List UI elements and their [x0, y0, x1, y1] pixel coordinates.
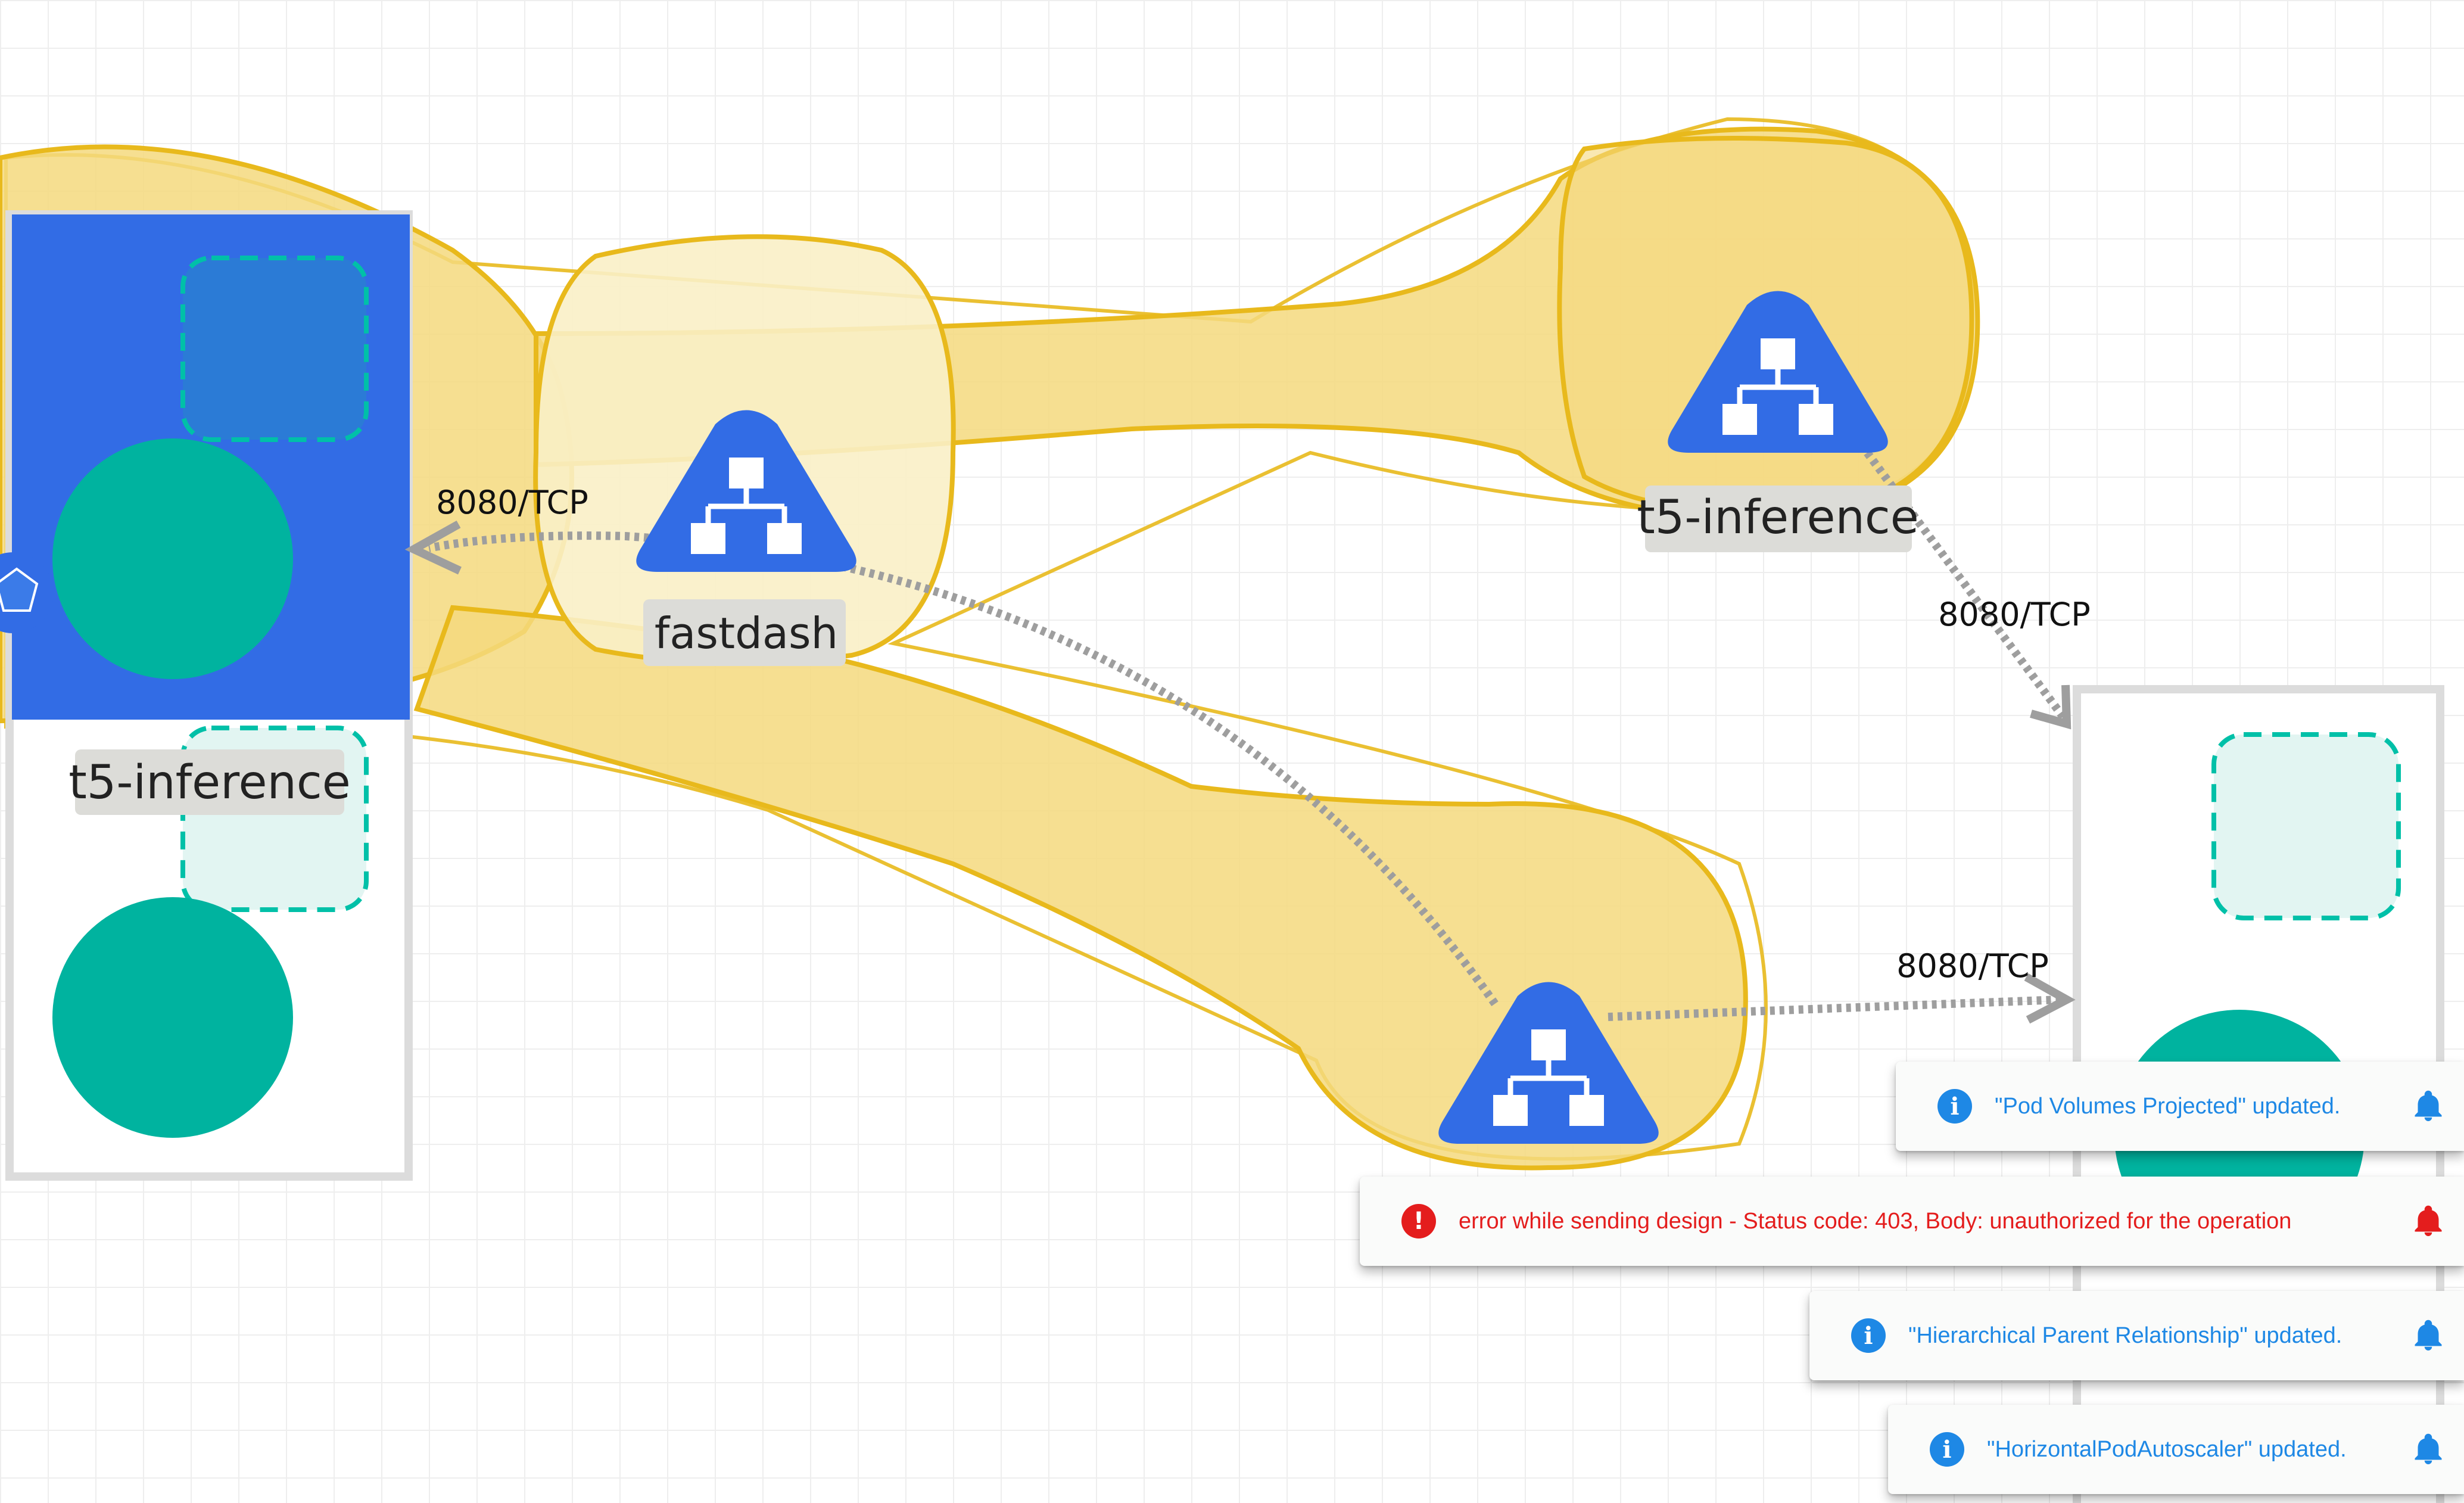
edge-fastdash-to-left[interactable]: 8080/TCP [404, 484, 1499, 1007]
dashed-placeholder-top[interactable] [180, 256, 369, 442]
label-bg-t5-left [75, 749, 344, 815]
notification-message: "Hierarchical Parent Relationship" updat… [1908, 1322, 2342, 1348]
pod-circle-bottom[interactable] [52, 897, 293, 1138]
edge-label: 8080/TCP [436, 484, 588, 521]
notification-message: error while sending design - Status code… [1459, 1208, 2292, 1234]
info-icon: i [1930, 1432, 1964, 1467]
notification-toast-error[interactable]: ! error while sending design - Status co… [1360, 1177, 2464, 1266]
edge-label: 8080/TCP [1938, 596, 2091, 633]
service-node-fastdash[interactable]: fastdash [636, 410, 856, 667]
label-bg-t5-top [1645, 486, 1912, 552]
notification-toast[interactable]: i "HorizontalPodAutoscaler" updated. [1888, 1405, 2464, 1494]
node-label-t5-left: t5-inference [68, 756, 351, 810]
info-icon: i [1851, 1318, 1886, 1353]
node-label-t5-top: t5-inference [1637, 491, 1919, 544]
arrowhead-icon [2024, 973, 2076, 1024]
error-icon: ! [1401, 1204, 1436, 1239]
group-connector-bottom [413, 605, 1748, 1171]
node-label-fastdash: fastdash [655, 608, 838, 658]
edge-line [1864, 450, 2067, 721]
notification-toast[interactable]: i "Hierarchical Parent Relationship" upd… [1809, 1291, 2464, 1380]
service-node-t5-top[interactable]: t5-inference [1637, 291, 1919, 553]
info-icon: i [1937, 1089, 1972, 1124]
edge-t5top-to-right[interactable]: 8080/TCP [1864, 450, 2091, 730]
left-container[interactable]: t5-inference [0, 210, 413, 1181]
arrowhead-icon [404, 520, 462, 575]
bell-icon[interactable] [2410, 1203, 2446, 1239]
edge-label: 8080/TCP [1896, 947, 2049, 985]
edge-line [428, 531, 1499, 1007]
bell-icon[interactable] [2410, 1432, 2446, 1467]
label-bg-fastdash [643, 599, 846, 666]
notification-message: "Pod Volumes Projected" updated. [1995, 1093, 2341, 1119]
pentagon-icon [0, 567, 39, 612]
edge-bottom-to-right[interactable]: 8080/TCP [1608, 947, 2076, 1024]
dashed-placeholder-right[interactable] [2211, 732, 2401, 920]
notification-toast[interactable]: i "Pod Volumes Projected" updated. [1896, 1062, 2464, 1151]
notification-message: "HorizontalPodAutoscaler" updated. [1987, 1436, 2347, 1462]
arrowhead-icon [2030, 684, 2071, 730]
bell-icon[interactable] [2410, 1088, 2446, 1124]
bell-icon[interactable] [2410, 1318, 2446, 1353]
pod-circle-top[interactable] [52, 438, 293, 679]
